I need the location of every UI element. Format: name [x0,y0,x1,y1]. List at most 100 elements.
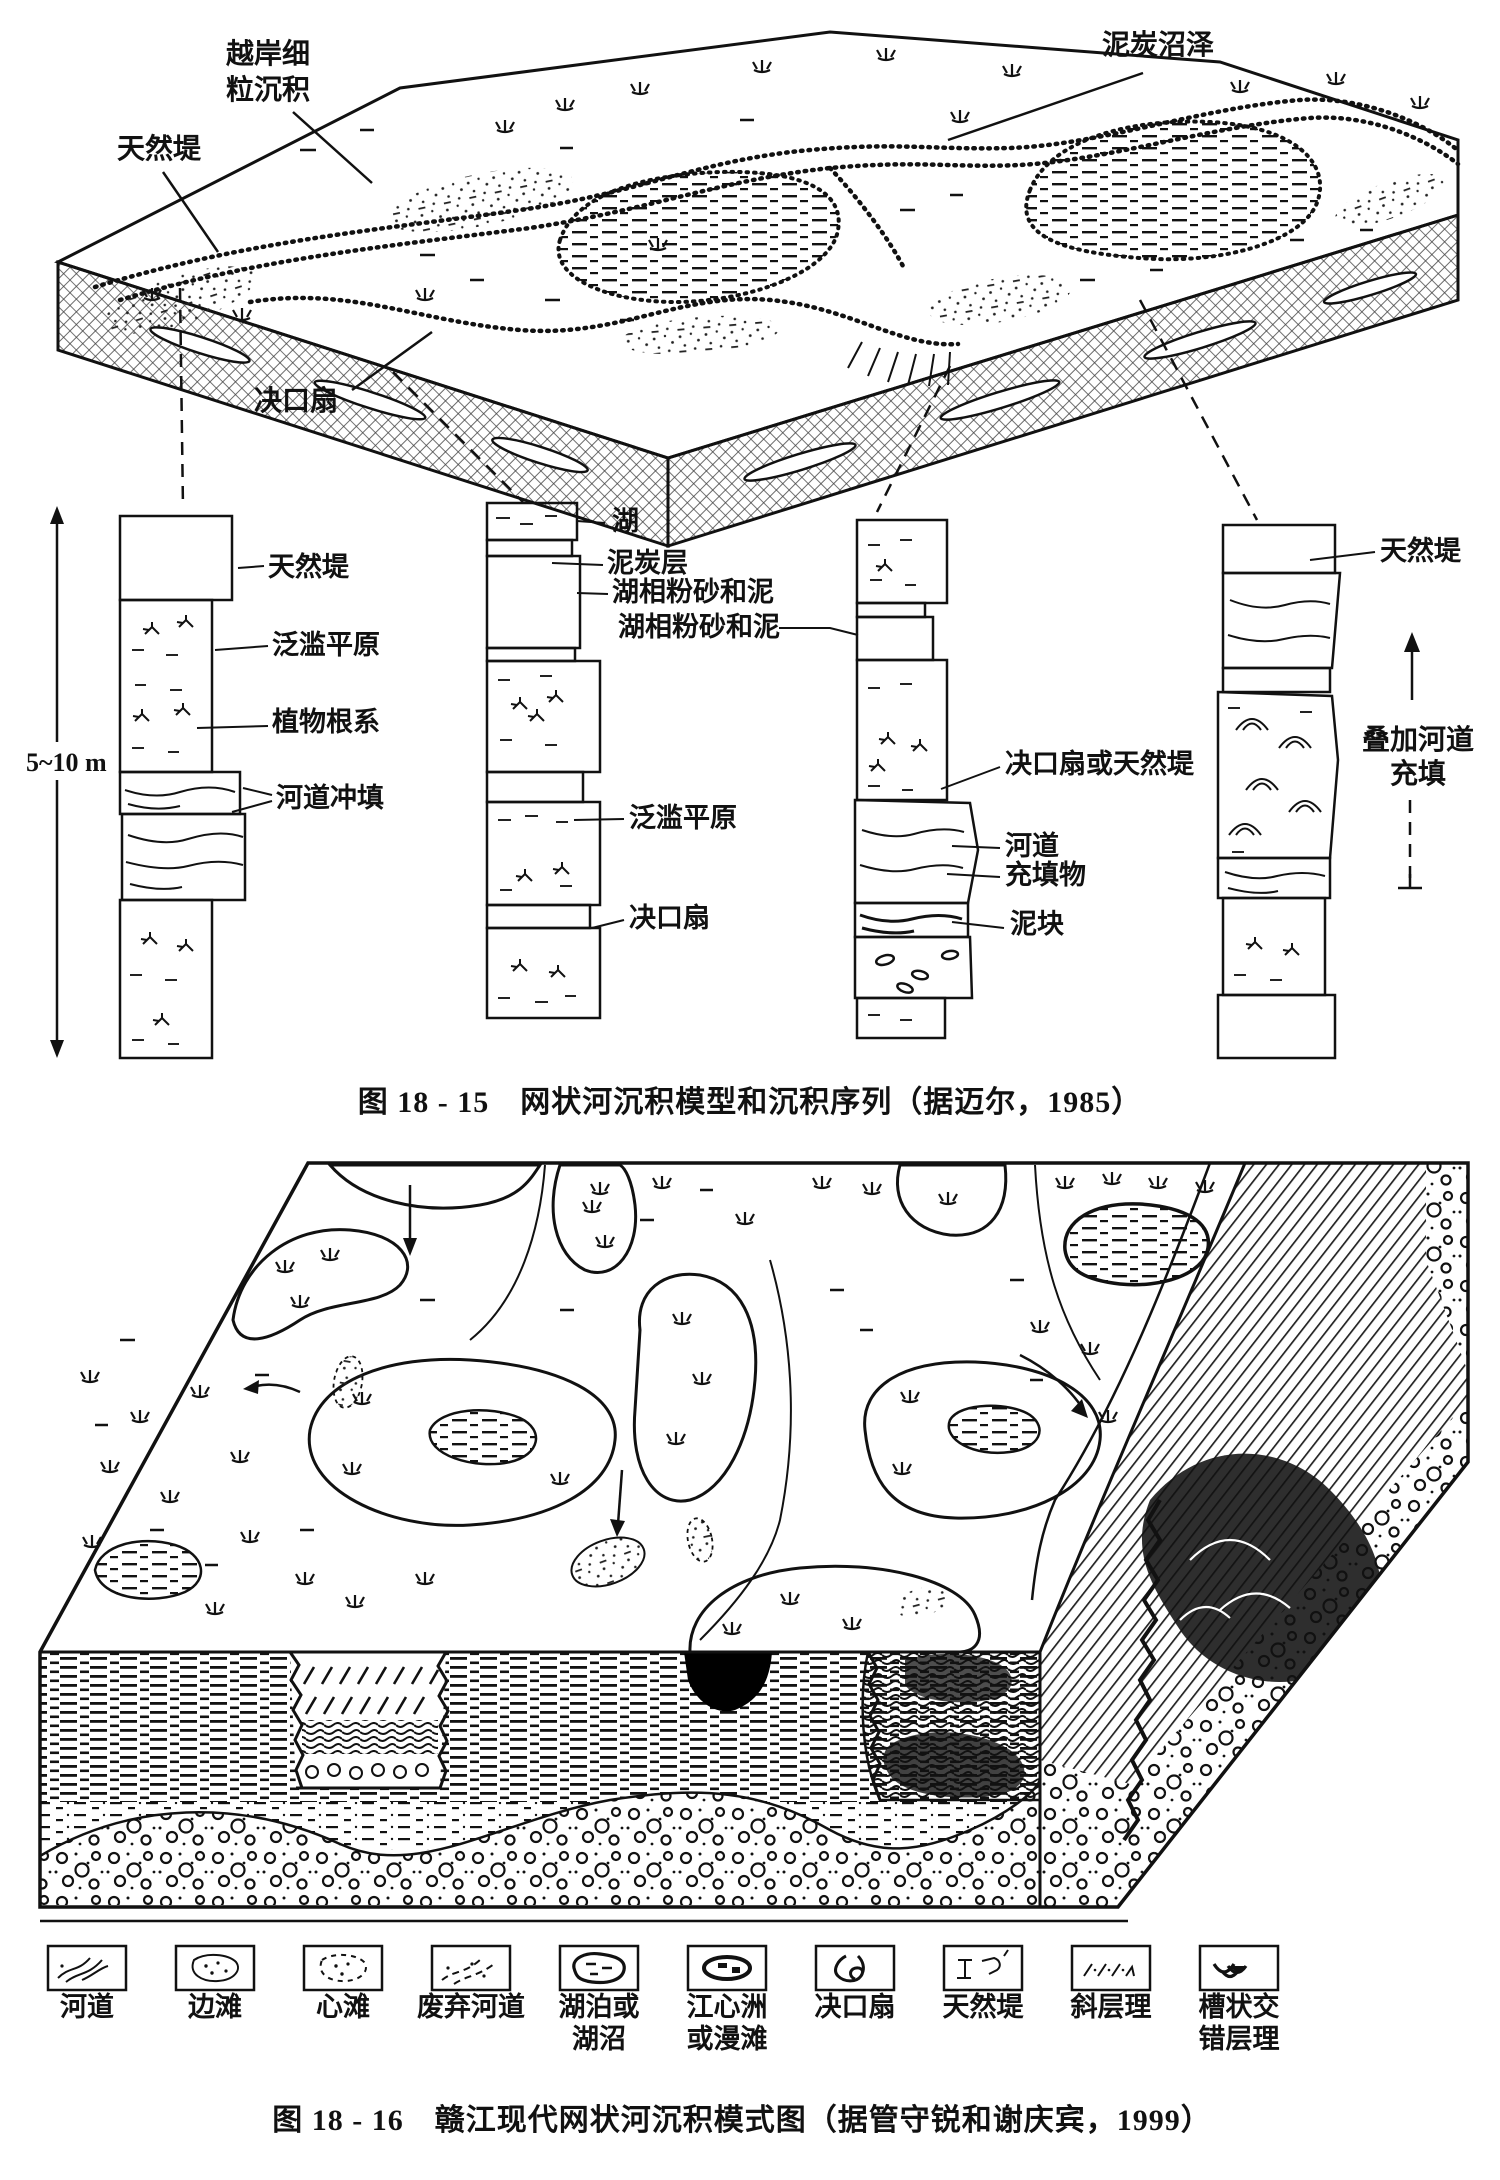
legend-label-channel: 河道 [60,1991,114,2022]
floodplain-dashes [95,1188,1043,1567]
strat-column-1: 天然堤 泛滥平原 植物根系 河道冲填 [118,514,384,1060]
scale-arrowhead-up [50,506,64,524]
fig2-legend: 河道 边滩 心滩 废弃河道 湖泊或 湖沼 江心洲 或漫滩 [46,1944,1280,2054]
leader-levee [161,171,220,253]
zipper-contact [1122,1498,1163,1842]
label-peat-swamp: 泥炭沼泽 [1102,29,1214,61]
col1-leader-lines [196,565,273,813]
legend-label-island-line2: 或漫滩 [687,2023,768,2054]
lake-left [93,1539,203,1600]
legend-label-abandoned-channel: 废弃河道 [417,1991,525,2022]
legend-item-trough-cross-bedding [1198,1944,1280,1992]
scale-bar: 5~10 m [26,506,107,1058]
col3-leader-lines [940,766,1005,929]
legend-label-lake-line1: 湖泊或 [559,1992,640,2022]
correlation-dashed-lines [178,287,1259,521]
label-levee-top: 天然堤 [117,132,202,165]
fig1-block-labels: 越岸细 粒沉积 天然堤 泥炭沼泽 决口扇 [117,29,1214,417]
island-large-right [863,1360,1102,1520]
legend-label-trough-line2: 错层理 [1199,2024,1280,2054]
channel-sand-body-1 [288,1651,450,1790]
channel-icon [57,1957,109,1983]
fig2-block-diagram [38,1161,1470,1923]
levee-channel-lines [92,97,1461,347]
legend-label-crevasse-splay: 决口扇 [815,1991,896,2022]
scale-label: 5~10 m [26,748,107,777]
crevasse-splay-ticks [847,341,951,387]
legend-item-island [686,1944,768,1992]
island-icon [702,1955,752,1981]
strat-column-3: 决口扇或天然堤 河道 充填物 泥块 [853,518,1195,1040]
strat-column-2: 湖 泥炭层 湖相粉砂和泥 湖相粉砂和泥 泛滥平原 决口扇 [485,501,859,1020]
island-bottom [688,1564,982,1654]
legend-item-levee [942,1944,1024,1992]
legend-label-inclined-bedding: 斜层理 [1070,1992,1152,2022]
scale-arrowhead-down [50,1040,64,1058]
label-overbank-line1: 越岸细 [226,37,310,70]
section-boundary [1038,1162,1247,1653]
col4-label-stacked-line1: 叠加河道 [1362,723,1474,756]
slab-right-face [666,212,1460,549]
col1-label-floodplain: 泛滥平原 [272,630,380,660]
col2-label-lake: 湖 [612,506,639,536]
island-central [632,1272,758,1503]
legend-item-lake-or-marsh [558,1944,640,1992]
col2-label-floodplain: 泛滥平原 [629,803,737,833]
strat-column-4: 天然堤 叠加河道 充填 [1216,523,1474,1060]
levee-icon [957,1949,1009,1979]
legend-label-point-bar: 边滩 [188,1991,242,2022]
legend-item-inclined-bedding [1070,1944,1152,1992]
col2-leader-lines [551,520,859,929]
col1-label-roots: 植物根系 [272,706,380,737]
lakes [556,119,1322,305]
island-large-left [307,1357,617,1527]
crevasse-splay-icon [834,1954,865,1983]
col2-label-peat: 泥炭层 [607,548,688,578]
col3-label-crevasse-or-levee: 决口扇或天然堤 [1005,748,1195,779]
oblique-section-face [1040,1163,1468,1907]
fig1-caption: 图 18 - 15 网状河沉积模型和沉积序列（据迈尔，1985） [358,1085,1143,1119]
legend-item-crevasse-splay [814,1944,896,1992]
inclined-bedding-icon [1083,1963,1135,1977]
dark-channel-mass [1141,1453,1382,1683]
leader-crevasse-splay [351,330,433,392]
trough-cross-bedding-icon [1212,1963,1248,1979]
abandoned-channel-icon [441,1957,495,1985]
leader-peat-swamp [947,71,1144,142]
fig1-block-diagram [54,30,1461,549]
black-channel-plug [684,1652,772,1712]
figure-18-16: 河道 边滩 心滩 废弃河道 湖泊或 湖沼 江心洲 或漫滩 [38,1161,1470,2137]
col3-label-fill: 充填物 [1005,859,1086,890]
legend-item-channel [46,1944,128,1992]
legend-label-levee: 天然堤 [943,1991,1025,2022]
lake-icon [572,1952,626,1985]
legend-label-trough-line1: 槽状交 [1199,1991,1280,2022]
overbank-stipple [103,167,1445,355]
col2-label-lacustrine-2: 湖相粉砂和泥 [618,612,780,642]
legend-item-point-bar [174,1944,256,1992]
point-bar-icon [191,1954,239,1983]
mid-channel-bar-icon [319,1954,367,1983]
label-crevasse-splay: 决口扇 [254,384,338,417]
island-crescent [231,1228,410,1341]
label-overbank-line2: 粒沉积 [226,74,310,106]
front-face-gravel [40,1778,1040,1905]
col4-label-levee: 天然堤 [1380,535,1462,566]
col1-label-channel-fill: 河道冲填 [276,782,384,813]
channel-sand-lenses [149,271,1418,482]
col1-label-levee: 天然堤 [268,551,350,582]
legend-item-mid-channel-bar [302,1944,384,1992]
legend-label-island-line1: 江心洲 [687,1992,768,2022]
top-surface [79,1162,1247,1654]
leader-overbank [292,111,373,184]
flow-arrows [243,1185,1088,1537]
col3-label-channel: 河道 [1005,830,1059,861]
col2-label-lacustrine-1: 湖相粉砂和泥 [612,577,774,607]
col3-label-mud-clast: 泥块 [1010,909,1065,939]
col2-label-crevasse: 决口扇 [629,902,710,933]
legend-label-lake-line2: 湖沼 [572,2024,626,2054]
stacked-channel-annotation: 叠加河道 充填 [1362,632,1474,890]
fig2-caption: 图 18 - 16 赣江现代网状河沉积模式图（据管守锐和谢庆宾，1999） [272,2103,1212,2137]
